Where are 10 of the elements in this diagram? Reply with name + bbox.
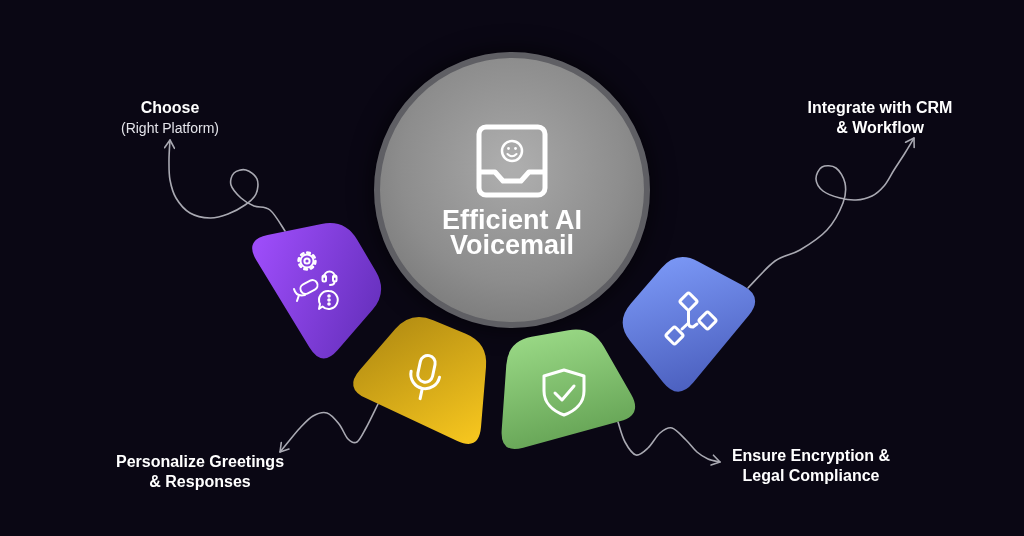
caption-text: Personalize Greetings & Responses — [111, 452, 289, 492]
caption-text: Integrate with CRM & Workflow — [802, 98, 958, 138]
hub-title: Efficient AI Voicemail — [441, 208, 583, 258]
curly-arrow — [617, 421, 721, 466]
curly-arrow — [279, 403, 379, 453]
curly-arrow — [163, 139, 286, 232]
curly-arrow — [747, 137, 915, 289]
caption-heading: Choose — [140, 98, 200, 118]
caption-text: Ensure Encryption & Legal Compliance — [720, 446, 902, 486]
caption-subtitle: (Right Platform) — [121, 119, 219, 138]
